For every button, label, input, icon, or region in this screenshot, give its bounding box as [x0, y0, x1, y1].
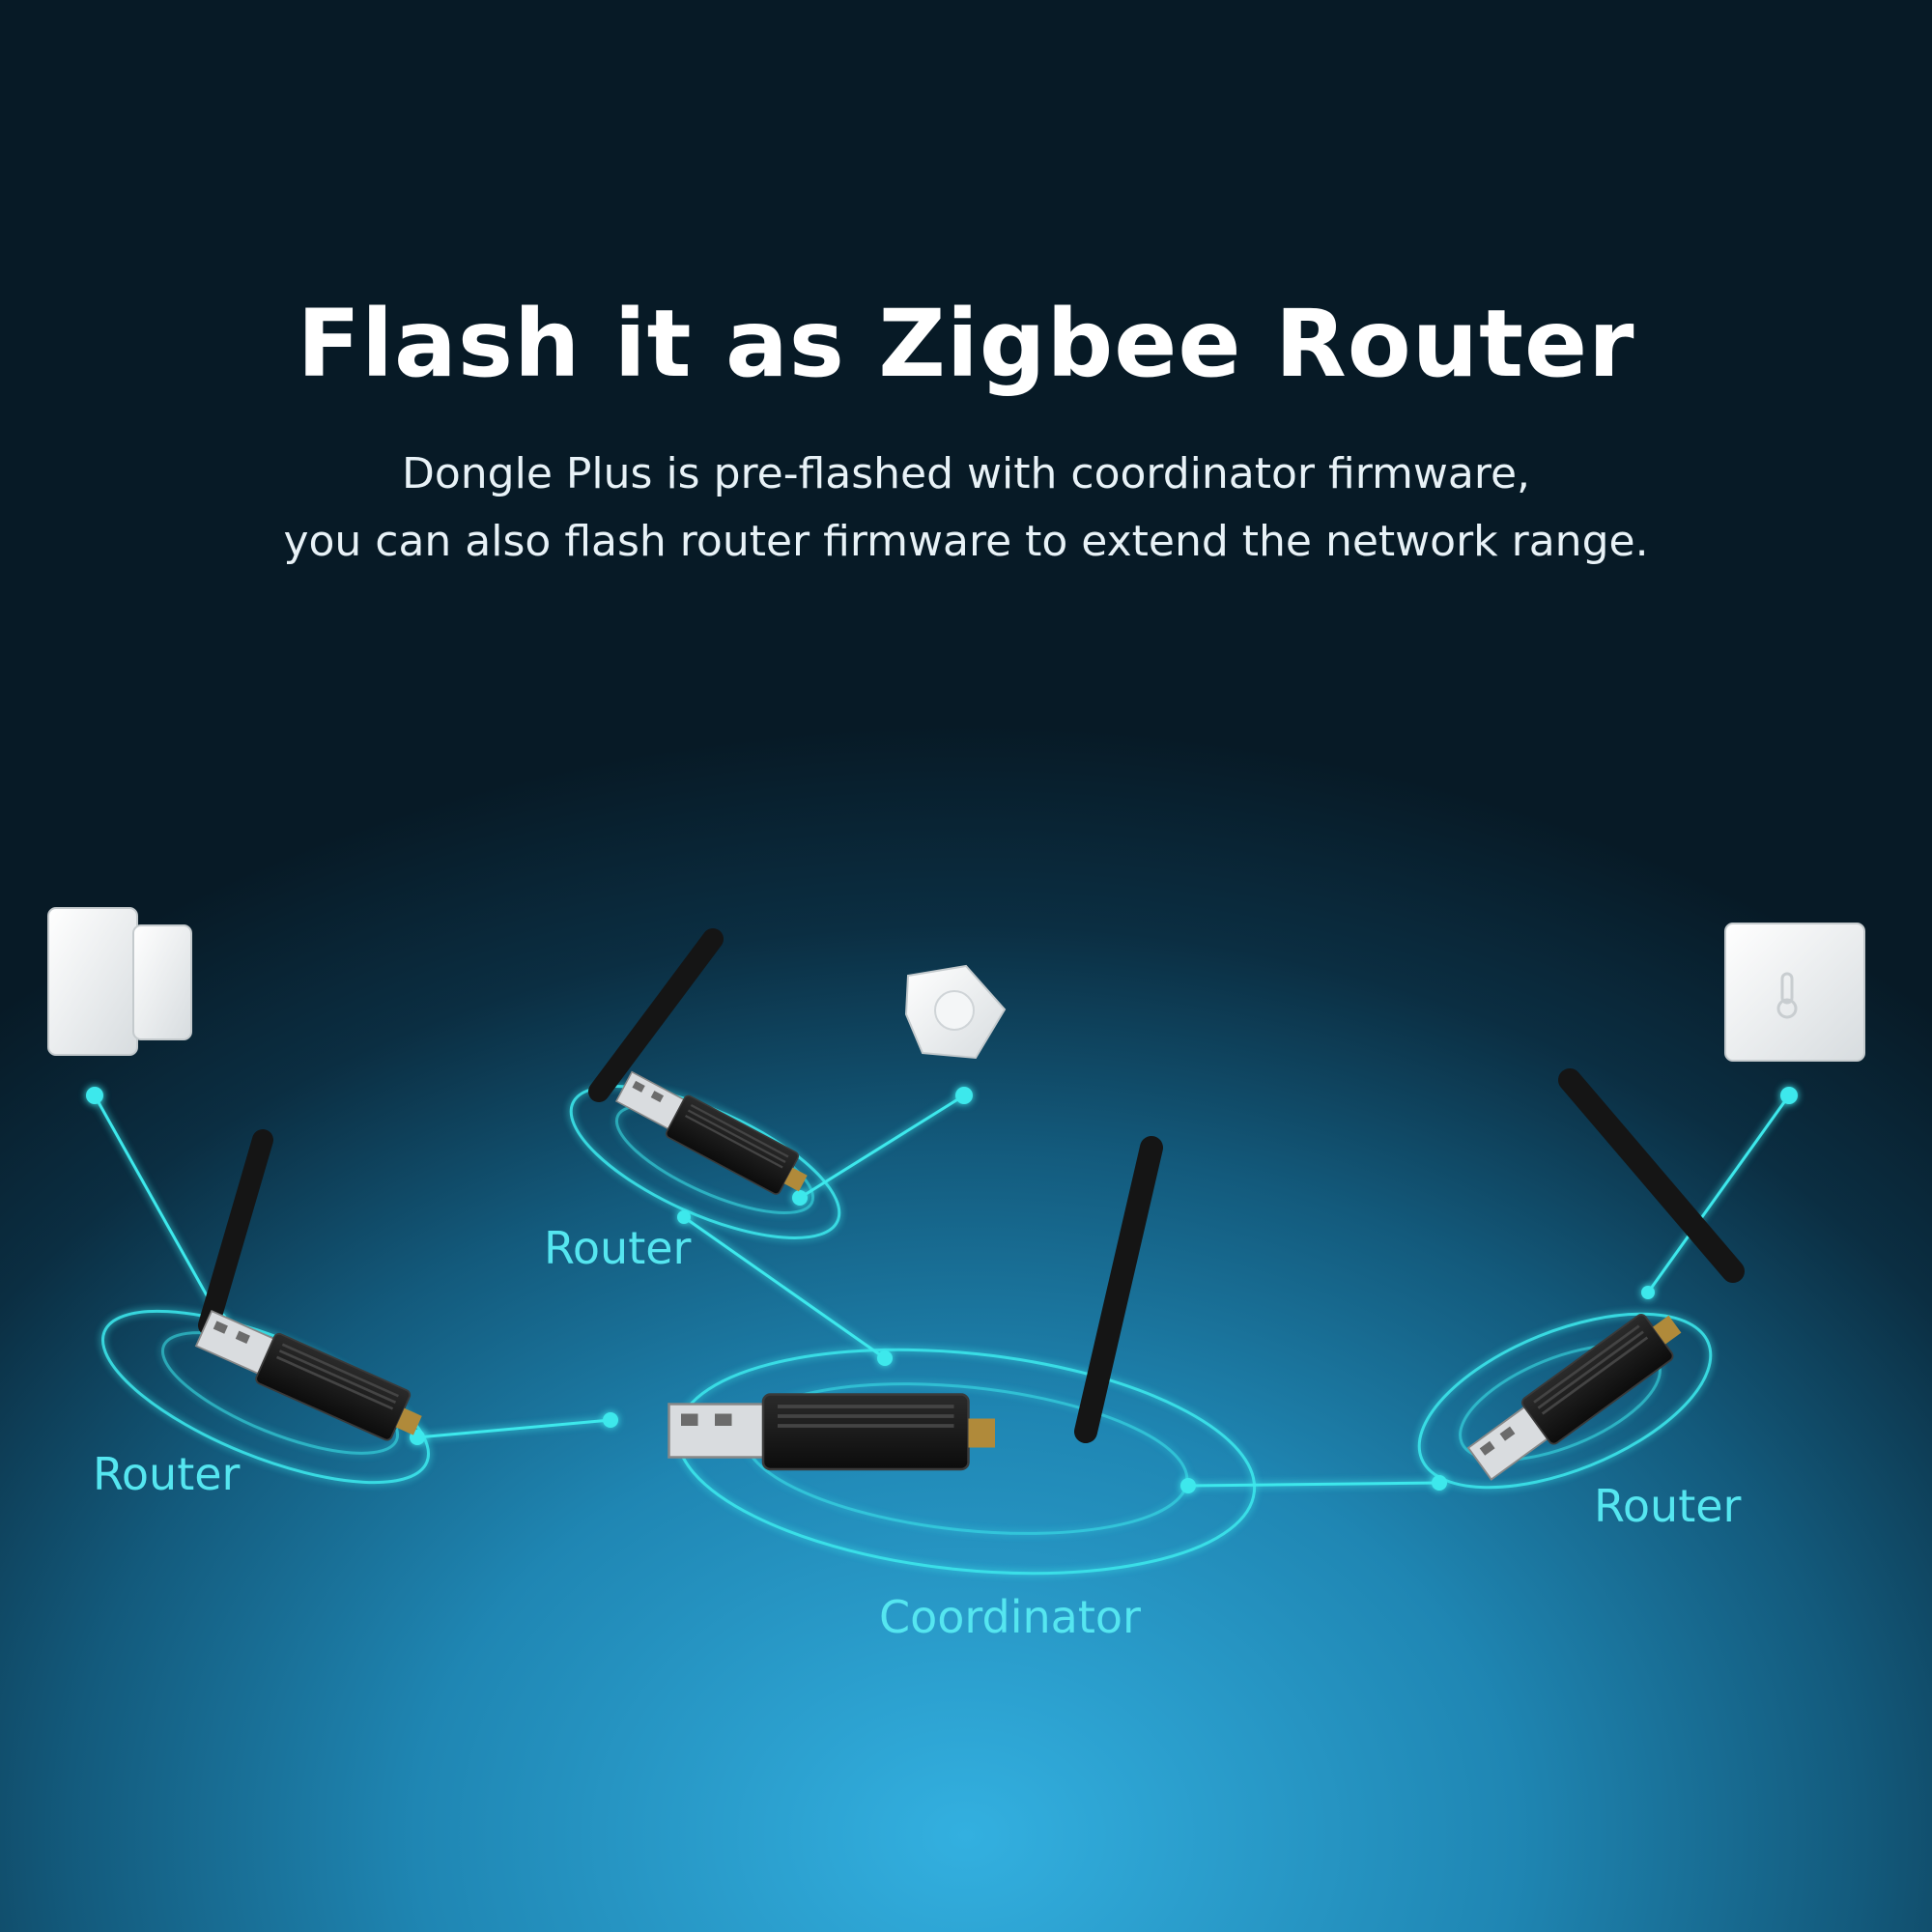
antenna-router-left — [198, 1129, 273, 1336]
antenna-router-top — [588, 928, 724, 1102]
usb-dongle-icon — [667, 1392, 997, 1471]
antenna-router-right — [1558, 1068, 1745, 1283]
node-dot — [86, 1087, 103, 1104]
router-label-left: Router — [93, 1448, 241, 1500]
node-dot — [792, 1190, 808, 1206]
node-dot — [1780, 1087, 1798, 1104]
usb-dongle-icon — [191, 1303, 431, 1451]
link-sensor-right — [1646, 1094, 1791, 1293]
ring-router-right — [1417, 1312, 1713, 1490]
node-dot — [1180, 1478, 1196, 1493]
coordinator-label: Coordinator — [879, 1591, 1141, 1643]
node-dot — [603, 1412, 618, 1428]
node-dot — [955, 1087, 973, 1104]
link-coordinator-right — [1187, 1481, 1440, 1488]
node-dot — [1432, 1475, 1447, 1491]
router-label-top: Router — [544, 1222, 692, 1274]
node-dot — [1641, 1286, 1655, 1299]
link-top-coordinator — [683, 1215, 886, 1360]
link-sensor-left — [93, 1094, 222, 1321]
ring-router-top — [569, 1085, 841, 1239]
page-title: Flash it as Zigbee Router — [297, 290, 1635, 398]
door-window-sensor-icon — [47, 907, 192, 1056]
antenna-coordinator — [1074, 1136, 1163, 1443]
motion-sensor-icon — [904, 964, 1007, 1060]
temperature-sensor-icon — [1724, 923, 1865, 1062]
router-label-right: Router — [1594, 1480, 1742, 1532]
usb-dongle-icon — [1463, 1299, 1692, 1489]
node-dot — [877, 1350, 893, 1366]
node-dot — [677, 1210, 691, 1224]
usb-dongle-icon — [611, 1065, 816, 1205]
subtitle-line-2: you can also flash router firmware to ex… — [283, 517, 1649, 566]
link-sensor-top — [799, 1094, 965, 1200]
subtitle-line-1: Dongle Plus is pre-flashed with coordina… — [401, 449, 1531, 498]
link-left-coordinator — [416, 1418, 611, 1439]
